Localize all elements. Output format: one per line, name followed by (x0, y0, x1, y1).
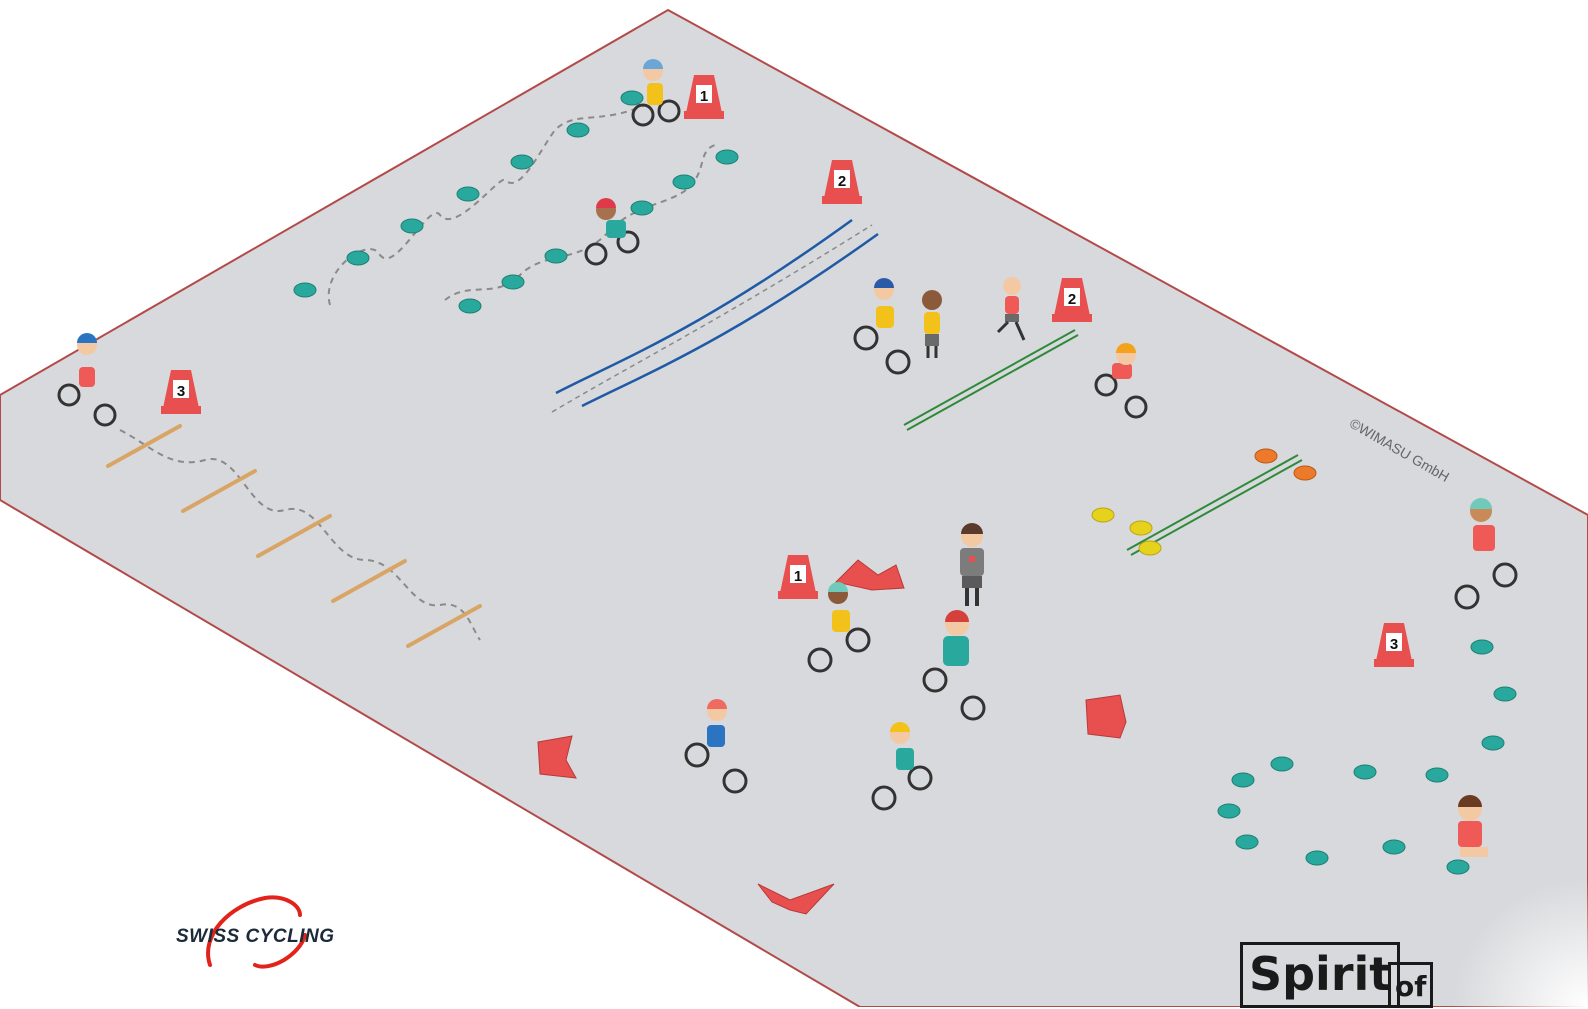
marker-disc-icon (511, 155, 533, 169)
marker-disc-icon (1218, 804, 1240, 818)
swiss-cycling-logo-text: SWISS CYCLING (176, 926, 335, 948)
spirit-logo-sub: of (1388, 962, 1433, 1008)
marker-disc-icon (401, 219, 423, 233)
marker-disc-icon (1306, 851, 1328, 865)
marker-disc-icon (1255, 449, 1277, 463)
marker-disc-icon (673, 175, 695, 189)
marker-disc-icon (1471, 640, 1493, 654)
marker-disc-icon (631, 201, 653, 215)
marker-disc-icon (1271, 757, 1293, 771)
spirit-logo-main: Spirit (1240, 942, 1400, 1008)
spirit-of-logo: Spirit of (1238, 940, 1448, 1007)
marker-disc-icon (459, 299, 481, 313)
marker-disc-icon (1354, 765, 1376, 779)
marker-disc-icon (1294, 466, 1316, 480)
marker-disc-icon (502, 275, 524, 289)
marker-disc-icon (347, 251, 369, 265)
marker-disc-icon (1426, 768, 1448, 782)
cone-number: 2 (838, 173, 846, 190)
marker-disc-icon (1236, 835, 1258, 849)
marker-disc-icon (1130, 521, 1152, 535)
marker-disc-icon (294, 283, 316, 297)
marker-disc-icon (545, 249, 567, 263)
cone-number: 3 (177, 383, 185, 400)
marker-disc-icon (1139, 541, 1161, 555)
marker-disc-icon (1232, 773, 1254, 787)
cone-number: 1 (700, 88, 708, 105)
marker-disc-icon (1494, 687, 1516, 701)
marker-disc-icon (716, 150, 738, 164)
direction-arrow-icon (1086, 695, 1126, 738)
cone-number: 2 (1068, 291, 1076, 308)
swiss-cycling-logo: SWISS CYCLING (170, 890, 350, 980)
marker-disc-icon (567, 123, 589, 137)
marker-disc-icon (1092, 508, 1114, 522)
cone-number: 3 (1390, 636, 1398, 653)
marker-disc-icon (1447, 860, 1469, 874)
marker-disc-icon (1383, 840, 1405, 854)
marker-disc-icon (457, 187, 479, 201)
marker-disc-icon (1482, 736, 1504, 750)
marker-disc-icon (621, 91, 643, 105)
cone-number: 1 (794, 568, 802, 585)
